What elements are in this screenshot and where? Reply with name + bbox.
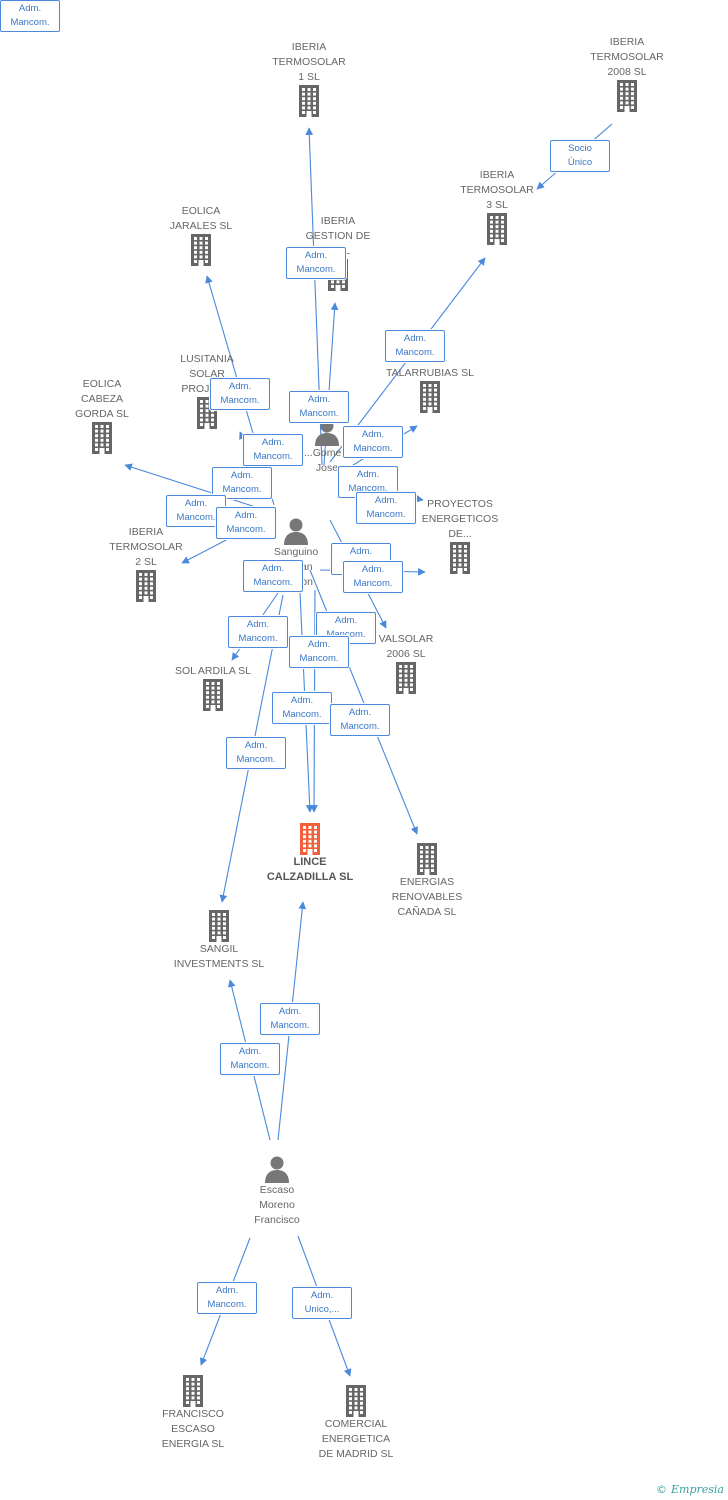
node-eolj[interactable]: EOLICA JARALES SL (141, 204, 261, 266)
person-icon (217, 1155, 337, 1183)
role-tag[interactable]: Adm. Mancom. (0, 0, 60, 32)
building-icon (249, 85, 369, 117)
node-pescaso[interactable]: Escaso Moreno Francisco (217, 1155, 337, 1228)
role-tag[interactable]: Adm. Mancom. (356, 492, 416, 524)
building-icon (250, 823, 370, 855)
node-label: Escaso Moreno Francisco (254, 1184, 300, 1226)
node-label: EOLICA CABEZA GORDA SL (75, 378, 129, 420)
building-icon (400, 542, 520, 574)
node-comer[interactable]: COMERCIAL ENERGETICA DE MADRID SL (296, 1385, 416, 1462)
building-icon (346, 662, 466, 694)
node-label: SANGIL INVESTMENTS SL (173, 943, 265, 970)
node-label: IBERIA TERMOSOLAR 1 SL (272, 41, 346, 83)
role-tag[interactable]: Adm. Mancom. (289, 391, 349, 423)
role-tag[interactable]: Socio Único (550, 140, 610, 172)
building-icon (42, 422, 162, 454)
node-label: FRANCISCO ESCASO ENERGIA SL (161, 1408, 225, 1450)
node-fesc[interactable]: FRANCISCO ESCASO ENERGIA SL (133, 1375, 253, 1452)
node-ib3[interactable]: IBERIA TERMOSOLAR 3 SL (437, 168, 557, 245)
node-solardila[interactable]: SOL ARDILA SL (153, 664, 273, 711)
role-tag[interactable]: Adm. Mancom. (197, 1282, 257, 1314)
role-tag[interactable]: Adm. Mancom. (343, 426, 403, 458)
building-icon (567, 80, 687, 112)
role-tag[interactable]: Adm. Mancom. (272, 692, 332, 724)
node-label: IBERIA TERMOSOLAR 2008 SL (590, 36, 664, 78)
role-tag[interactable]: Adm. Mancom. (220, 1043, 280, 1075)
role-tag[interactable]: Adm. Mancom. (243, 560, 303, 592)
node-valsolar[interactable]: VALSOLAR 2006 SL (346, 632, 466, 694)
node-label: SOL ARDILA SL (174, 665, 252, 677)
edge (124, 463, 266, 511)
building-icon (141, 234, 261, 266)
building-icon (367, 843, 487, 875)
node-label: LINCE CALZADILLA SL (266, 856, 354, 883)
node-label: IBERIA TERMOSOLAR 3 SL (460, 169, 534, 211)
role-tag[interactable]: Adm. Mancom. (226, 737, 286, 769)
role-tag[interactable]: Adm. Mancom. (243, 434, 303, 466)
node-label: ENERGIAS RENOVABLES CAÑADA SL (391, 876, 463, 918)
role-tag[interactable]: Adm. Mancom. (210, 378, 270, 410)
role-tag[interactable]: Adm. Mancom. (385, 330, 445, 362)
building-icon (370, 381, 490, 413)
node-label: PROYECTOS ENERGETICOS DE... (421, 498, 499, 540)
node-ib2[interactable]: IBERIA TERMOSOLAR 2 SL (86, 525, 206, 602)
node-label: ...Gome... Jose (303, 447, 351, 474)
brand-logo[interactable]: © Empresia (656, 1483, 724, 1496)
role-tag[interactable]: Adm. Unico,... (292, 1287, 352, 1319)
node-label: IBERIA TERMOSOLAR 2 SL (109, 526, 183, 568)
edges (124, 123, 613, 1377)
node-label: VALSOLAR 2006 SL (378, 633, 434, 660)
building-icon (153, 679, 273, 711)
node-proy[interactable]: PROYECTOS ENERGETICOS DE... (400, 497, 520, 574)
node-eolc[interactable]: EOLICA CABEZA GORDA SL (42, 377, 162, 454)
copyright-mark: © (656, 1483, 667, 1496)
role-tag[interactable]: Adm. Mancom. (216, 507, 276, 539)
building-icon (296, 1385, 416, 1417)
brand-name: Empresia (671, 1483, 724, 1496)
node-label: COMERCIAL ENERGETICA DE MADRID SL (318, 1418, 394, 1460)
role-tag[interactable]: Adm. Mancom. (212, 467, 272, 499)
node-ib1[interactable]: IBERIA TERMOSOLAR 1 SL (249, 40, 369, 117)
role-tag[interactable]: Adm. Mancom. (286, 247, 346, 279)
building-icon (437, 213, 557, 245)
role-tag[interactable]: Adm. Mancom. (330, 704, 390, 736)
person-icon (236, 517, 356, 545)
building-icon (133, 1375, 253, 1407)
role-tag[interactable]: Adm. Mancom. (343, 561, 403, 593)
role-tag[interactable]: Adm. Mancom. (260, 1003, 320, 1035)
node-label: EOLICA JARALES SL (169, 205, 233, 232)
node-energias[interactable]: ENERGIAS RENOVABLES CAÑADA SL (367, 843, 487, 920)
role-tag[interactable]: Adm. Mancom. (228, 616, 288, 648)
role-tag[interactable]: Adm. Mancom. (289, 636, 349, 668)
building-icon (86, 570, 206, 602)
node-sangil[interactable]: SANGIL INVESTMENTS SL (159, 910, 279, 972)
building-icon (159, 910, 279, 942)
node-lince[interactable]: LINCE CALZADILLA SL (250, 823, 370, 885)
node-ib2008[interactable]: IBERIA TERMOSOLAR 2008 SL (567, 35, 687, 112)
